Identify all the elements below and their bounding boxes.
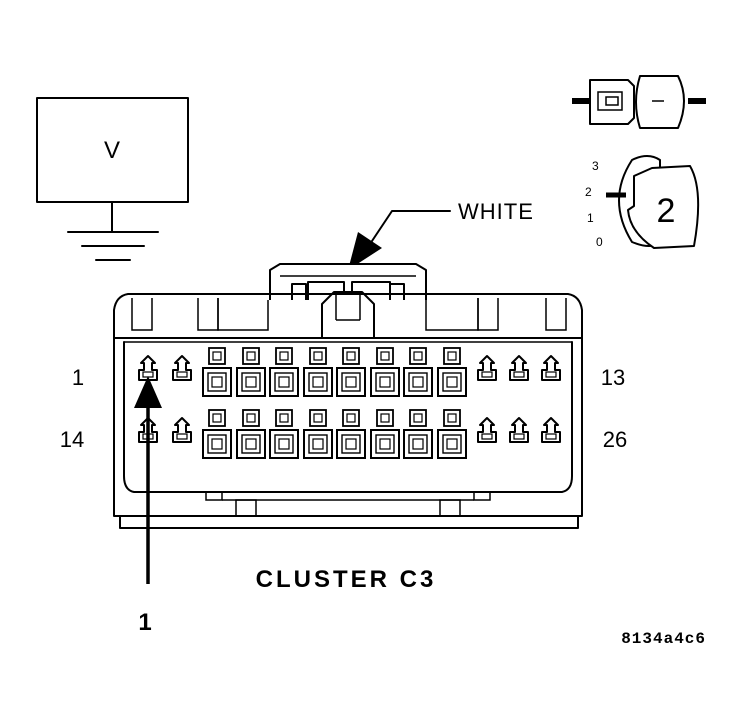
scale-label-2: 2	[585, 185, 592, 199]
probe-knob	[627, 165, 700, 249]
scale-label-3: 3	[592, 159, 599, 173]
pin-label-13: 13	[601, 365, 625, 390]
scale-label-1: 1	[587, 211, 594, 225]
pin-label-1: 1	[72, 365, 84, 390]
probe-number: 2	[657, 192, 676, 230]
pin-label-26: 26	[603, 427, 627, 452]
figure-id: 8134a4c6	[621, 630, 706, 648]
connector-body	[113, 263, 583, 529]
color-leader-arrow	[348, 210, 451, 270]
callout-arrow	[134, 376, 162, 584]
terminal-cavities	[138, 347, 561, 459]
voltmeter: V	[36, 97, 189, 261]
connector-color-label: WHITE	[458, 199, 534, 224]
voltmeter-label: V	[104, 137, 120, 164]
callout-number: 1	[138, 609, 151, 636]
pin-label-14: 14	[60, 427, 84, 452]
scale-label-0: 0	[596, 235, 603, 249]
ground-icon	[67, 201, 159, 261]
terminal-probe-icon	[572, 75, 706, 129]
meter-probe-icon: 3 2 1 0 2	[585, 155, 700, 249]
connector-name: CLUSTER C3	[256, 566, 437, 593]
